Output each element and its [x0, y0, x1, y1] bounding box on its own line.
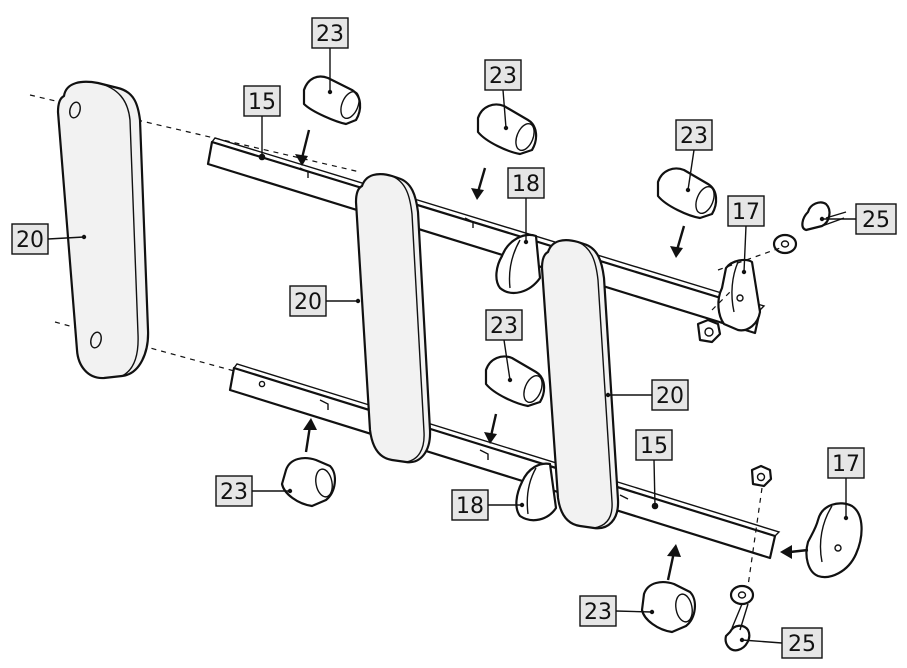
callout-label: 25 — [862, 208, 890, 233]
fasteners — [696, 201, 847, 652]
sleeve-4 — [484, 355, 546, 408]
callout-label: 17 — [832, 452, 860, 477]
callout-label: 18 — [512, 172, 540, 197]
bracket-upper — [495, 233, 542, 295]
callout-label: 20 — [16, 228, 44, 253]
clamp-lower — [805, 502, 863, 579]
sleeve-1 — [302, 75, 362, 126]
assembly-arrows — [295, 129, 809, 581]
end-cap-left — [56, 80, 150, 380]
bracket-lower — [515, 462, 558, 522]
callout-23-bottom-left: 23 — [215, 475, 293, 507]
sleeve-2 — [476, 103, 538, 156]
callout-20-right: 20 — [605, 379, 689, 411]
callout-15-upper: 15 — [243, 85, 281, 160]
callout-label: 20 — [656, 384, 684, 409]
callout-20-middle: 20 — [289, 285, 361, 317]
callout-23-middle: 23 — [485, 309, 523, 383]
callout-23-top-middle: 23 — [484, 59, 522, 131]
callout-23-bottom-right: 23 — [579, 595, 655, 627]
sleeve-5 — [280, 457, 336, 508]
end-cap-middle — [354, 173, 432, 464]
sleeve-3 — [656, 167, 718, 220]
callout-25-lower: 25 — [739, 627, 823, 659]
callout-25-upper: 25 — [819, 203, 897, 235]
clamp-upper — [717, 258, 762, 332]
callout-23-top-left: 23 — [311, 17, 349, 95]
callout-18-lower: 18 — [451, 489, 525, 521]
end-cap-right — [540, 239, 620, 530]
callout-label: 20 — [294, 290, 322, 315]
callout-label: 15 — [640, 434, 668, 459]
callout-label: 23 — [220, 480, 248, 505]
bar-upper — [206, 137, 766, 335]
callout-label: 18 — [456, 494, 484, 519]
callout-label: 23 — [316, 22, 344, 47]
callout-17-upper: 17 — [727, 195, 765, 275]
callout-label: 23 — [489, 64, 517, 89]
callout-label: 23 — [584, 600, 612, 625]
callout-label: 23 — [680, 124, 708, 149]
callout-label: 15 — [248, 90, 276, 115]
callout-label: 23 — [490, 314, 518, 339]
sleeve-6 — [640, 581, 696, 634]
callout-23-top-right: 23 — [675, 119, 713, 193]
callout-15-lower: 15 — [635, 429, 673, 509]
callout-20-left: 20 — [11, 223, 87, 255]
callout-label: 17 — [732, 200, 760, 225]
callout-17-lower: 17 — [827, 447, 865, 521]
callout-18-upper: 18 — [507, 167, 545, 245]
callout-label: 25 — [788, 632, 816, 657]
